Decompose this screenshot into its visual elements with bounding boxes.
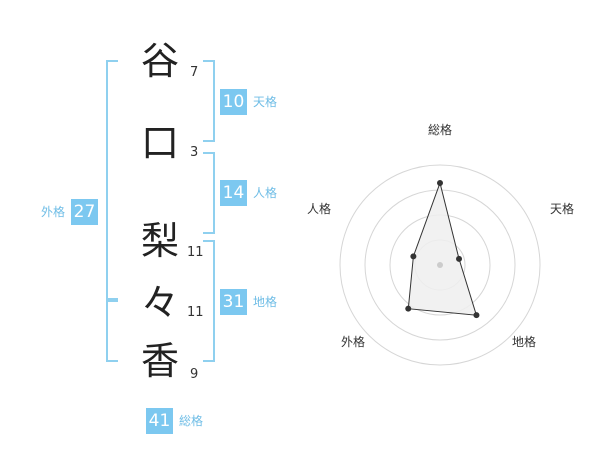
name-char-5: 香 (140, 339, 179, 383)
jinkaku-value-badge: 14 (220, 180, 247, 206)
gaikaku-label: 外格 (41, 205, 66, 219)
chikaku-value-badge: 31 (220, 289, 247, 315)
chikaku-label: 地格 (253, 295, 278, 309)
radar-point-4 (405, 305, 412, 312)
jinkaku-label: 人格 (253, 186, 278, 200)
radar-point-1 (437, 180, 443, 186)
tenkaku-label: 天格 (253, 95, 278, 109)
stroke-count-1: 7 (190, 65, 199, 80)
radar-chart: 総格 天格 地格 外格 人格 (307, 122, 574, 366)
tenkaku-value-badge: 10 (220, 89, 247, 115)
gaikaku-value-badge: 27 (71, 199, 98, 225)
soukaku-label: 総格 (179, 414, 204, 428)
name-char-3: 梨 (140, 219, 179, 263)
radar-point-2 (456, 255, 463, 262)
stroke-count-3: 11 (187, 245, 204, 260)
radar-data-area (407, 181, 478, 316)
radar-center-point (437, 262, 443, 268)
stroke-count-4: 11 (187, 305, 204, 320)
axis-label-soukaku: 総格 (428, 122, 452, 137)
gaikaku-bracket-upper (106, 60, 118, 302)
gaikaku-bracket-lower (106, 298, 118, 362)
axis-label-gaikaku: 外格 (341, 334, 365, 349)
soukaku-value-badge: 41 (146, 408, 173, 434)
tenkaku-bracket (203, 60, 215, 142)
axis-label-tenkaku: 天格 (550, 201, 574, 216)
axis-label-chikaku: 地格 (512, 334, 536, 349)
chikaku-bracket (203, 240, 215, 362)
stroke-count-2: 3 (190, 145, 199, 160)
name-char-2: 口 (140, 121, 179, 165)
jinkaku-bracket (203, 152, 215, 234)
radar-point-3 (473, 312, 480, 319)
name-char-1: 谷 (140, 39, 179, 83)
stroke-count-5: 9 (190, 367, 199, 382)
radar-point-5 (410, 253, 417, 260)
name-char-4: 々 (140, 281, 179, 325)
axis-label-jinkaku: 人格 (307, 201, 331, 216)
radar-ring-4 (339, 164, 541, 366)
